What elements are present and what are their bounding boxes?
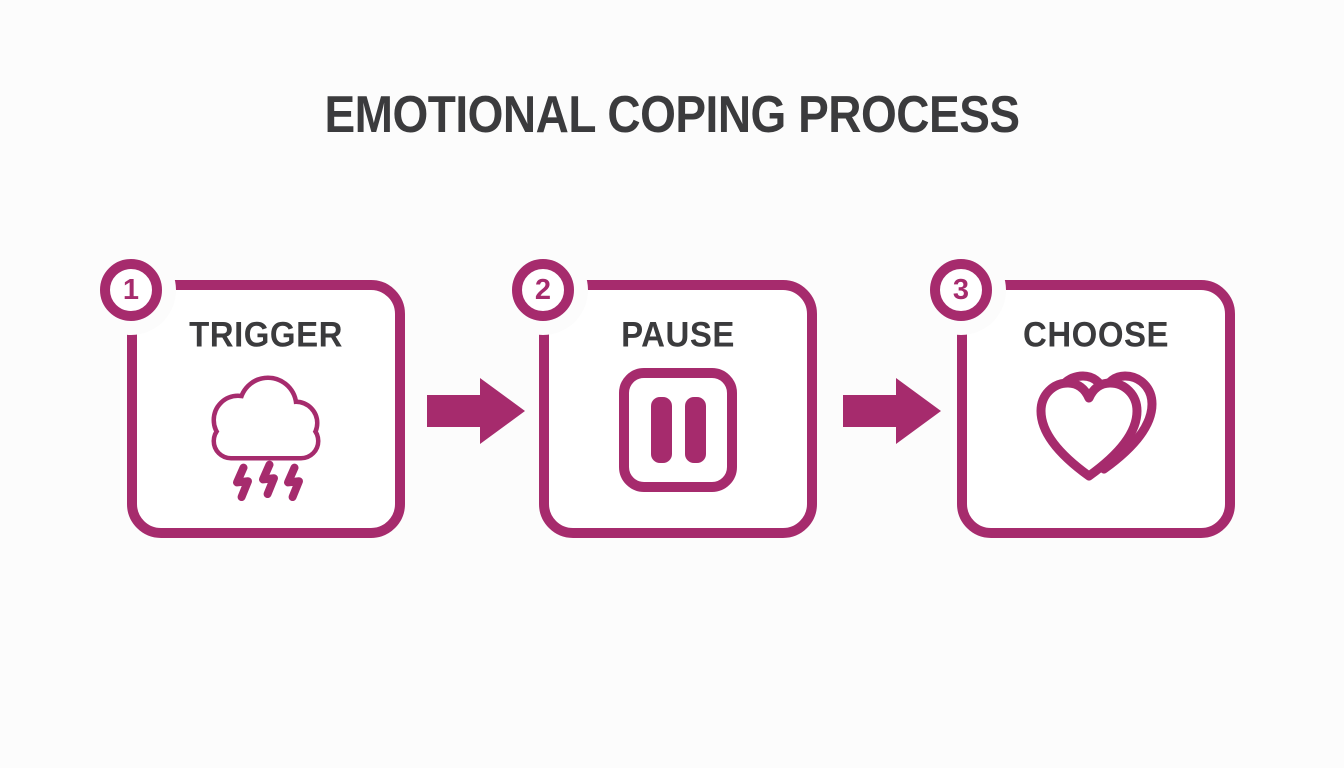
double-heart-icon [957,368,1235,518]
step-box-outline [539,280,817,538]
step-number-badge: 2 [512,259,574,321]
step-label: TRIGGER [189,314,343,354]
step-label: CHOOSE [1022,314,1170,354]
storm-cloud-icon [127,368,405,518]
step-card-choose: 3 CHOOSE [916,245,1235,538]
step-number-badge: 3 [930,259,992,321]
step-card-trigger: 1 TRIGGER [86,245,405,538]
step-label: PAUSE [621,314,735,354]
pause-icon [539,368,817,518]
step-card-pause: 2 PAUSE [498,245,817,538]
page-title: EMOTIONAL COPING PROCESS [324,85,1020,144]
arrow-right-icon [427,378,525,444]
step-number-badge: 1 [100,259,162,321]
arrow-right-icon [843,378,941,444]
